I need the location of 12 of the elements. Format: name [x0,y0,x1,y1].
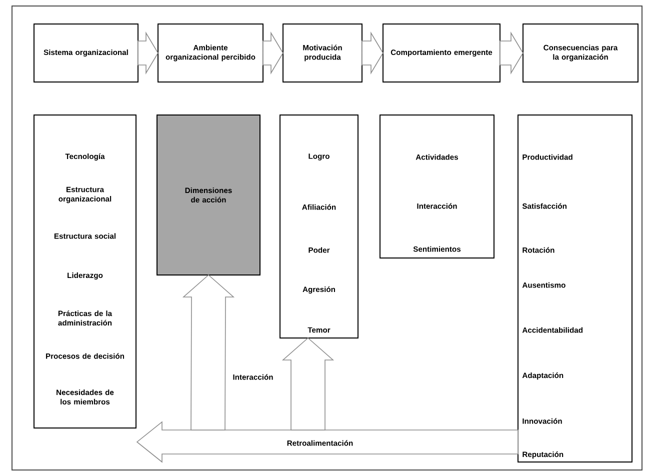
block-arrow [182,274,235,430]
list-box [280,114,358,338]
list-box [518,114,632,462]
block-arrow [362,32,384,74]
shaded-box [156,114,260,276]
list-box [34,114,136,428]
block-arrow [262,32,284,74]
block-arrow [136,421,518,463]
block-arrow [500,32,524,74]
list-box [380,114,494,258]
block-arrow [138,32,158,74]
block-arrow [282,337,334,430]
